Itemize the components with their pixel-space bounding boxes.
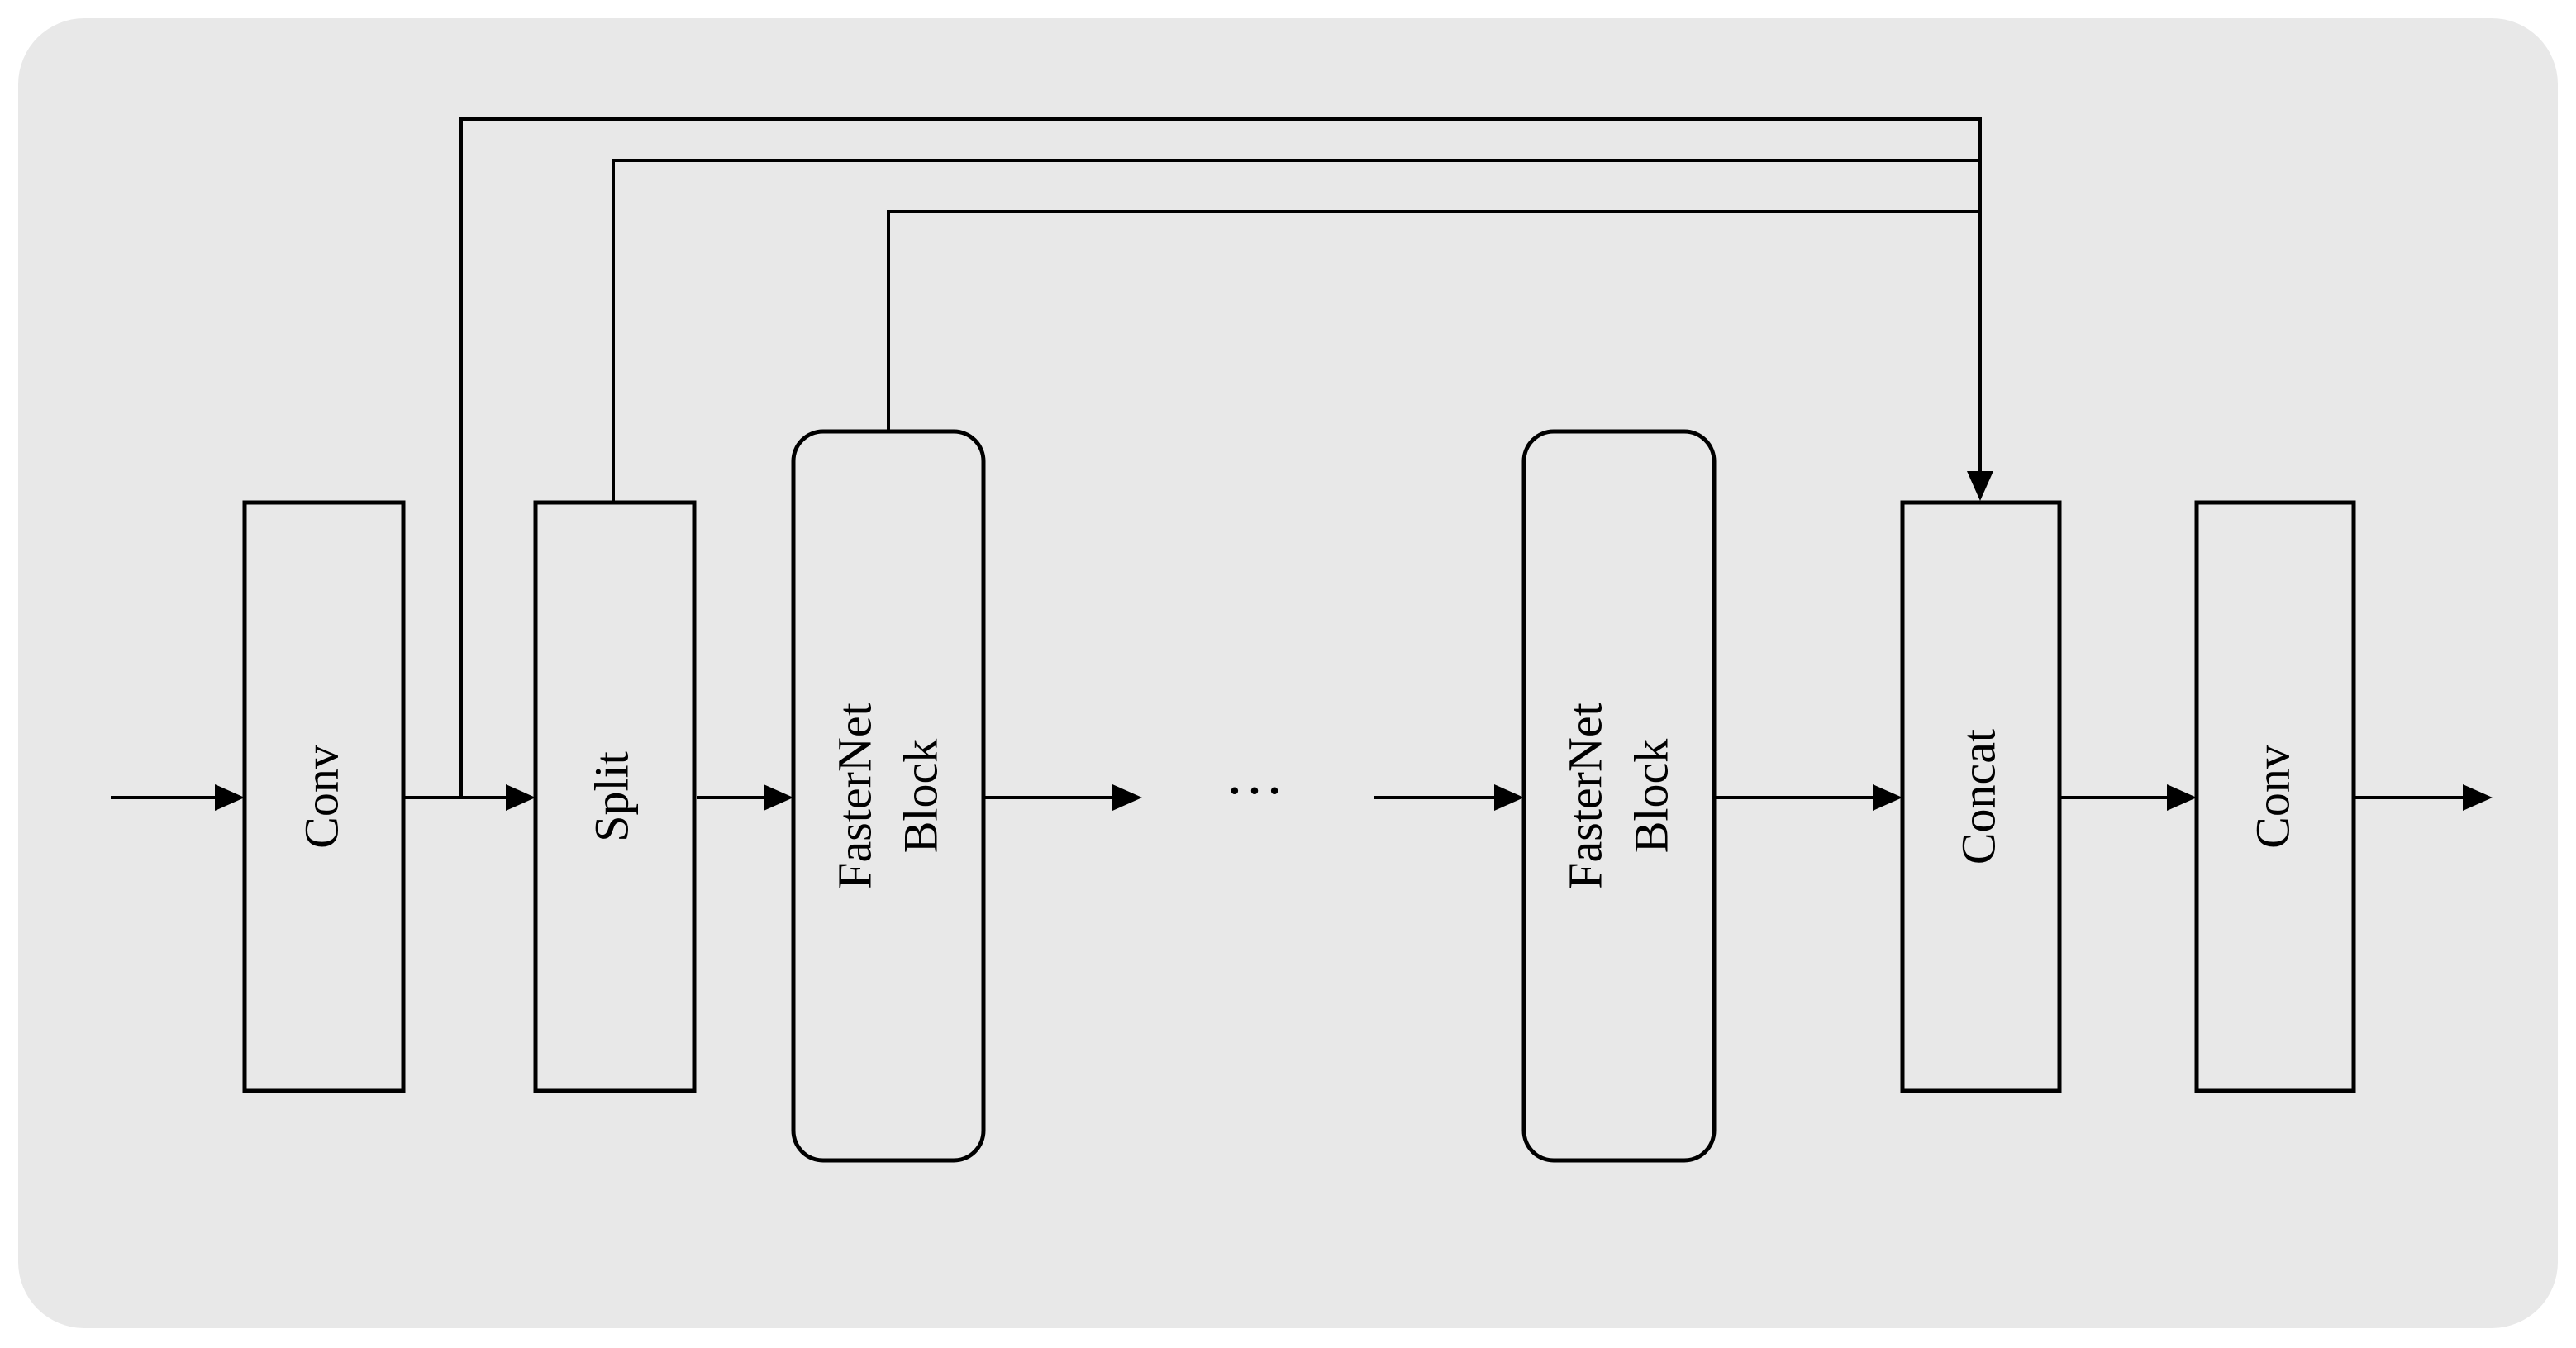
- split-label: Split: [584, 751, 638, 842]
- conv-input-block: [242, 500, 406, 1093]
- fasternet-n-in-arrowhead: [1494, 784, 1524, 811]
- fasternet-1-label-line1: FasterNet: [827, 703, 881, 889]
- fasternet-n-label-line1: FasterNet: [1558, 703, 1612, 889]
- conv-output-block: [2194, 500, 2356, 1093]
- skip-fasternet-to-concat: [887, 210, 1980, 431]
- conv-output-label: Conv: [2245, 745, 2299, 849]
- fasternet-n-to-concat-arrowhead: [1873, 784, 1902, 811]
- concat-block: [1900, 500, 2062, 1093]
- split-block: [533, 500, 697, 1093]
- concat-label: Concat: [1951, 729, 2005, 865]
- fasternet-block-1: [791, 429, 986, 1163]
- conv-to-split-arrowhead: [506, 784, 536, 811]
- fasternet-block-n: [1521, 429, 1717, 1163]
- split-to-fasternet-arrowhead: [764, 784, 793, 811]
- skip-conv-to-concat: [459, 117, 1980, 798]
- skip-split-to-concat: [612, 159, 1980, 503]
- concat-to-conv-arrowhead: [2167, 784, 2197, 811]
- fasternet-1-label-line2: Block: [893, 739, 947, 854]
- fasternet-out-arrowhead: [1112, 784, 1142, 811]
- conv-input-label: Conv: [294, 745, 348, 849]
- ellipsis-label: …: [1225, 741, 1284, 807]
- output-arrowhead: [2463, 784, 2493, 811]
- input-arrowhead: [215, 784, 245, 811]
- fasternet-n-label-line2: Block: [1624, 739, 1678, 854]
- concat-top-arrowhead: [1967, 471, 1993, 501]
